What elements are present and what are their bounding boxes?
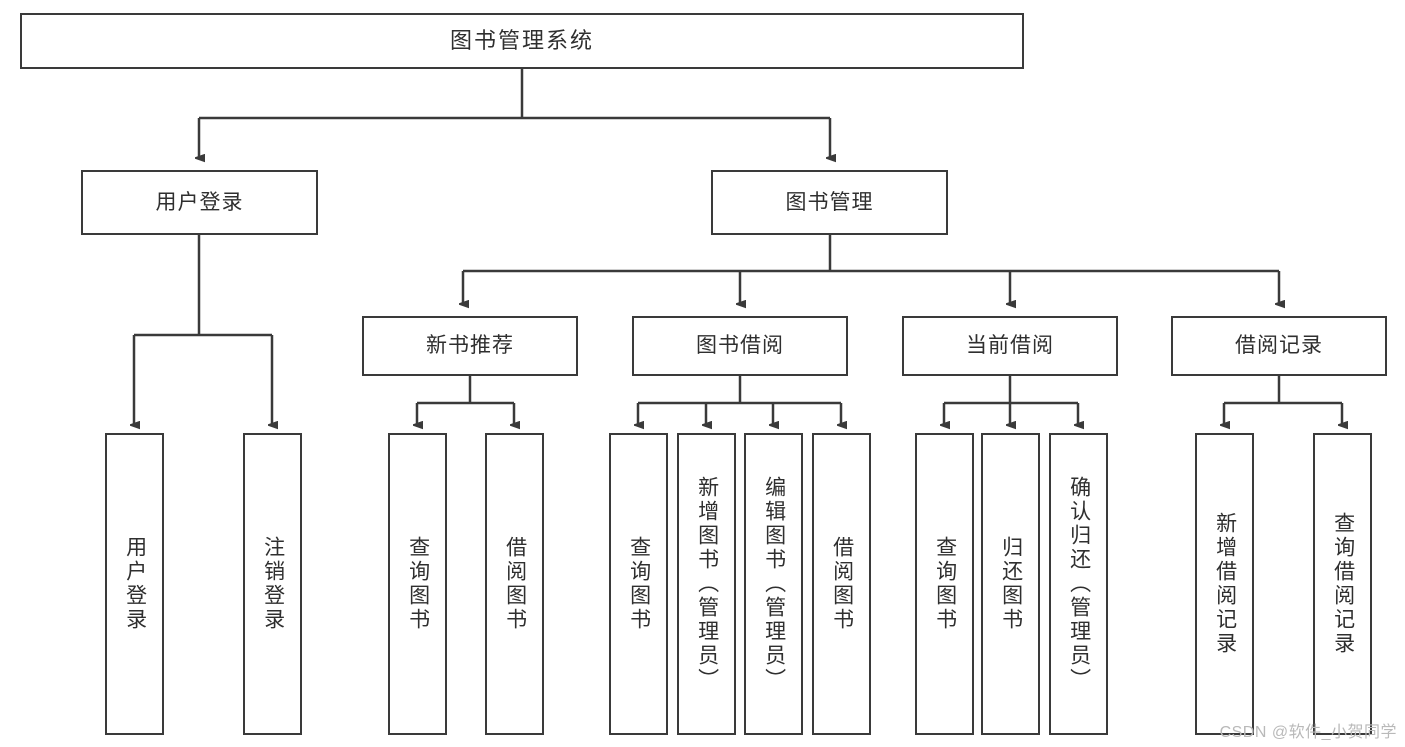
node-label: 查询借阅记录 (1331, 512, 1355, 656)
leaf-new-book-borrow-book[interactable]: 借阅图书 (485, 433, 544, 735)
node-book-borrow[interactable]: 图书借阅 (632, 316, 848, 376)
leaf-user-login-login[interactable]: 用户登录 (105, 433, 164, 735)
node-label: 确认归还（管理员） (1067, 476, 1091, 692)
leaf-current-borrow-return-book[interactable]: 归还图书 (981, 433, 1040, 735)
node-current-borrow[interactable]: 当前借阅 (902, 316, 1118, 376)
node-label: 查询图书 (627, 536, 651, 632)
node-label: 新增图书（管理员） (695, 476, 719, 692)
node-label: 图书管理系统 (449, 27, 594, 53)
node-label: 新增借阅记录 (1213, 512, 1237, 656)
node-label: 查询图书 (406, 536, 430, 632)
node-label: 用户登录 (123, 536, 147, 632)
node-label: 借阅图书 (830, 536, 854, 632)
node-label: 新书推荐 (426, 334, 514, 358)
node-label: 归还图书 (999, 536, 1023, 632)
node-label: 用户登录 (155, 190, 244, 214)
leaf-user-login-logout[interactable]: 注销登录 (243, 433, 302, 735)
leaf-borrow-records-add-record[interactable]: 新增借阅记录 (1195, 433, 1254, 735)
leaf-book-borrow-query-book[interactable]: 查询图书 (609, 433, 668, 735)
node-borrow-records[interactable]: 借阅记录 (1171, 316, 1387, 376)
leaf-book-borrow-borrow-book[interactable]: 借阅图书 (812, 433, 871, 735)
leaf-current-borrow-query-book[interactable]: 查询图书 (915, 433, 974, 735)
leaf-book-borrow-add-book-admin[interactable]: 新增图书（管理员） (677, 433, 736, 735)
node-new-book-recommend[interactable]: 新书推荐 (362, 316, 578, 376)
node-label: 编辑图书（管理员） (762, 476, 786, 692)
node-book-management[interactable]: 图书管理 (711, 170, 948, 235)
node-label: 借阅图书 (503, 536, 527, 632)
node-label: 图书借阅 (696, 334, 784, 358)
node-label: 图书管理 (785, 190, 874, 214)
leaf-current-borrow-confirm-return-admin[interactable]: 确认归还（管理员） (1049, 433, 1108, 735)
node-root-book-management-system[interactable]: 图书管理系统 (20, 13, 1024, 69)
leaf-new-book-query-book[interactable]: 查询图书 (388, 433, 447, 735)
leaf-book-borrow-edit-book-admin[interactable]: 编辑图书（管理员） (744, 433, 803, 735)
node-label: 注销登录 (261, 536, 285, 632)
node-user-login[interactable]: 用户登录 (81, 170, 318, 235)
watermark-text: CSDN @软件_小贺同学 (1219, 724, 1397, 741)
node-label: 查询图书 (933, 536, 957, 632)
node-label: 借阅记录 (1235, 334, 1323, 358)
node-label: 当前借阅 (966, 334, 1054, 358)
leaf-borrow-records-query-record[interactable]: 查询借阅记录 (1313, 433, 1372, 735)
